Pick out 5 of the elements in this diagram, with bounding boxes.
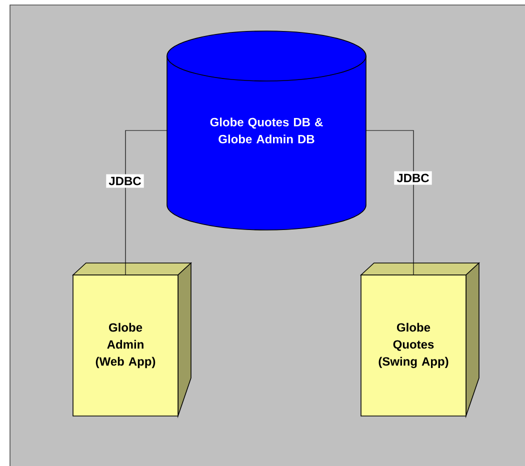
edge-label: JDBC: [106, 174, 144, 188]
database-cylinder: Globe Quotes DB & Globe Admin DB: [166, 30, 366, 230]
connector-line: [366, 130, 414, 275]
edge-label: JDBC: [394, 171, 432, 185]
connector-line: [125, 130, 168, 275]
